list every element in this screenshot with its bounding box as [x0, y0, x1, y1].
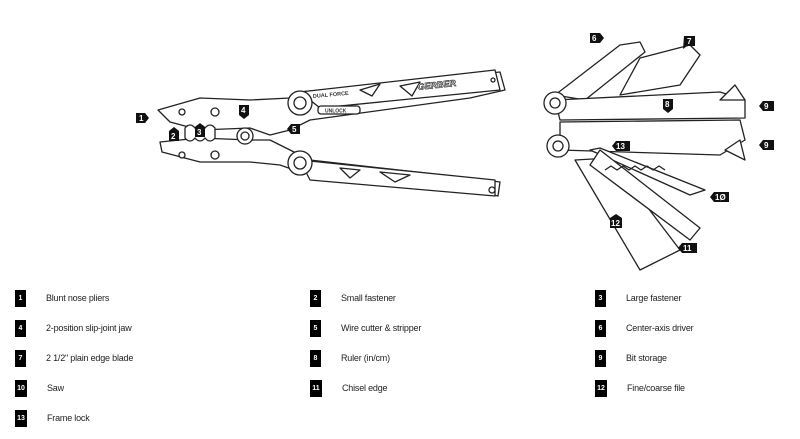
callout-11: 11: [678, 243, 697, 253]
multitool-diagram: GERBER DUAL FORCE UNLOCK 1 2 3 4 5 6 7 8…: [136, 33, 774, 271]
callout-9b: 9: [759, 140, 774, 150]
callout-10: 1Ø: [710, 192, 729, 202]
callout-8: 8: [663, 99, 673, 113]
svg-text:1Ø: 1Ø: [715, 193, 726, 202]
svg-text:2: 2: [171, 132, 176, 141]
svg-text:1: 1: [139, 114, 144, 123]
svg-text:11: 11: [683, 244, 692, 253]
callout-3: 3: [195, 123, 205, 137]
multitool-closed-view: [157, 69, 506, 197]
svg-text:7: 7: [687, 37, 692, 46]
svg-text:13: 13: [616, 142, 625, 151]
brand-mark-dual-force: DUAL FORCE: [313, 91, 350, 100]
callout-2: 2: [169, 127, 179, 141]
callout-13: 13: [612, 141, 630, 151]
brand-marks: GERBER DUAL FORCE UNLOCK: [313, 78, 458, 115]
svg-text:5: 5: [292, 125, 297, 134]
callout-5: 5: [287, 124, 300, 134]
unlock-label: UNLOCK: [325, 109, 347, 115]
callout-4: 4: [239, 105, 249, 119]
svg-text:12: 12: [611, 219, 620, 228]
brand-logo-gerber: GERBER: [417, 78, 457, 92]
svg-text:9: 9: [764, 102, 769, 111]
svg-text:6: 6: [592, 34, 597, 43]
callout-12: 12: [610, 214, 622, 228]
callout-7: 7: [683, 36, 695, 49]
svg-text:8: 8: [665, 100, 670, 109]
multitool-open-view: [543, 41, 746, 271]
callout-6: 6: [590, 33, 604, 43]
callout-1: 1: [136, 113, 149, 123]
callout-9a: 9: [759, 101, 774, 111]
svg-text:9: 9: [764, 141, 769, 150]
svg-text:3: 3: [197, 128, 202, 137]
svg-text:4: 4: [241, 106, 246, 115]
